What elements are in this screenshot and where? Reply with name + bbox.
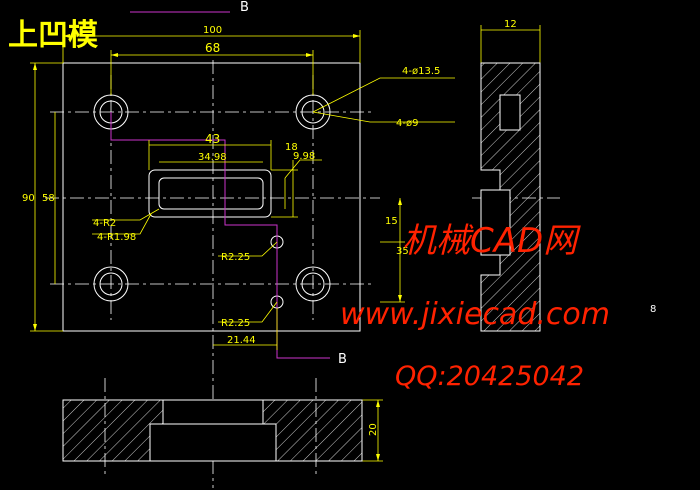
section-label-top: B bbox=[240, 0, 249, 15]
dimension-lines bbox=[30, 25, 541, 462]
dim-4-r2: 4-R2 bbox=[93, 218, 116, 229]
dim-18: 18 bbox=[285, 142, 298, 153]
section-label-bottom: B bbox=[338, 352, 347, 367]
dim-43: 43 bbox=[205, 132, 220, 146]
dim-4-r1-98: 4-R1.98 bbox=[97, 232, 136, 243]
cavity-inner bbox=[158, 177, 264, 210]
dim-20: 20 bbox=[368, 423, 379, 436]
watermark-url: www.jixiecad.com bbox=[340, 297, 610, 332]
dimension-arrows bbox=[33, 34, 402, 461]
watermark-qq: QQ:20425042 bbox=[395, 361, 584, 392]
dim-r2-25-a: R2.25 bbox=[221, 252, 250, 263]
plate-outline bbox=[62, 62, 361, 332]
dim-9-98: 9.98 bbox=[293, 151, 315, 162]
cavity-outer bbox=[148, 169, 272, 218]
dim-34-98: 34.98 bbox=[198, 152, 227, 163]
dim-15: 15 bbox=[385, 216, 398, 227]
dim-4-hole-9: 4-ø9 bbox=[396, 118, 418, 129]
watermark: 机械CAD网 www.jixiecad.com QQ:20425042 bbox=[340, 221, 610, 392]
drawing-title: 上凹模 bbox=[8, 18, 98, 53]
side-cavity bbox=[480, 189, 511, 256]
dim-90: 90 bbox=[22, 193, 35, 204]
dim-4-hole-13-5: 4-ø13.5 bbox=[402, 66, 440, 77]
dim-12: 12 bbox=[504, 19, 517, 30]
dim-r2-25-b: R2.25 bbox=[221, 318, 250, 329]
dim-35: 35 bbox=[396, 246, 409, 257]
bottom-cavity bbox=[149, 423, 277, 462]
side-counterbore bbox=[499, 94, 521, 131]
dim-58: 58 bbox=[42, 193, 55, 204]
watermark-site-name: 机械CAD网 bbox=[402, 221, 581, 261]
plan-view bbox=[62, 62, 361, 332]
bottom-section-view bbox=[62, 399, 363, 462]
side-section-view bbox=[480, 62, 541, 332]
section-line bbox=[110, 11, 330, 359]
dim-21-44: 21.44 bbox=[227, 335, 256, 346]
dim-side-8: 8 bbox=[650, 304, 656, 315]
dim-68: 68 bbox=[205, 41, 220, 55]
bottom-slot-opening bbox=[162, 399, 264, 425]
dim-100: 100 bbox=[203, 25, 222, 36]
